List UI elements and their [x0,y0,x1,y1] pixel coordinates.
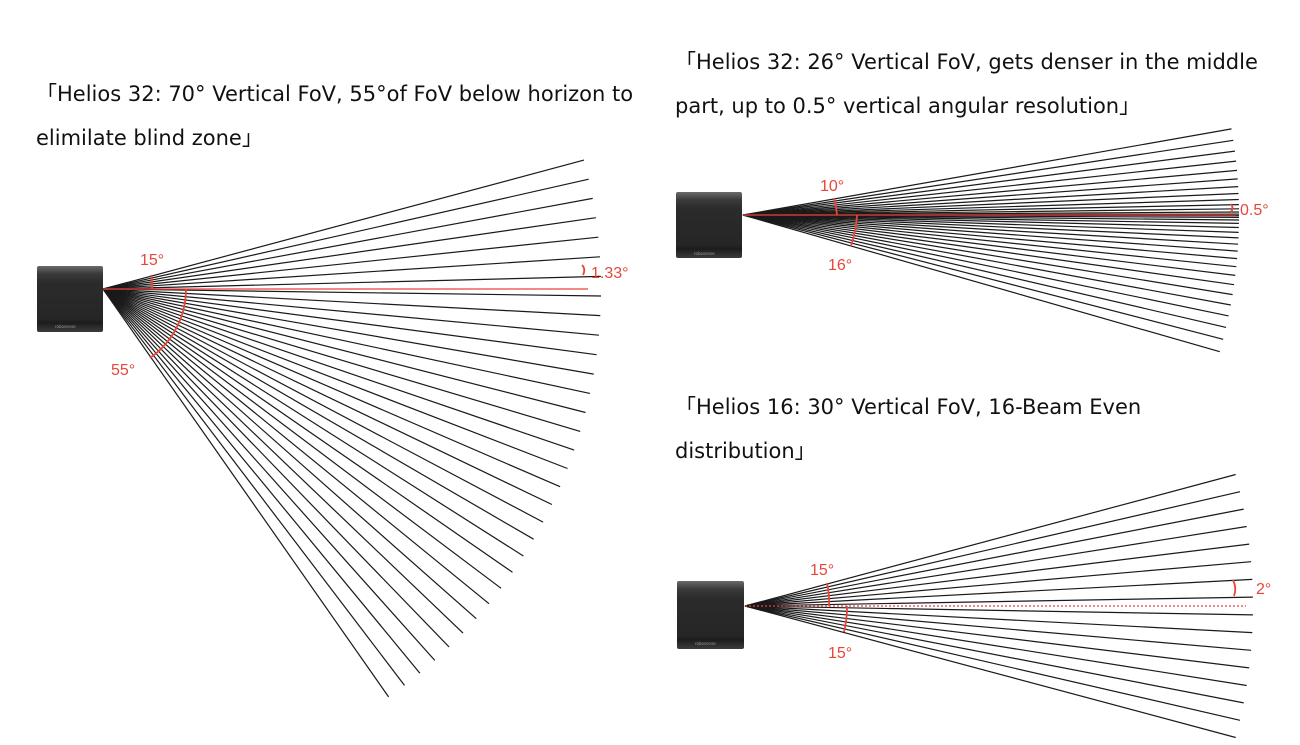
beam-line [742,214,1224,340]
fov-above-label: 15° [140,252,164,269]
beam-line [744,605,1241,721]
beam-line [744,605,1236,739]
beam-lines [102,159,602,698]
beam-line [742,214,1237,268]
diagram-helios32-70: robosense 15° 55° 1.33° [37,159,629,698]
fov-above-label: 15° [810,562,834,579]
beam-line [742,214,1239,233]
beam-line [742,198,1239,216]
beam-lines [742,128,1240,353]
beam-line [742,204,1239,216]
beam-line [742,214,1229,317]
beam-line [102,159,585,290]
fov-below-arc [843,605,848,633]
beam-line [102,256,601,290]
resolution-label: 2° [1256,581,1271,598]
beam-line [744,605,1247,687]
beam-line [742,214,1231,306]
resolution-label: 0.5° [1240,202,1269,219]
beam-line [102,288,568,470]
beam-line [744,605,1244,704]
beam-line [102,288,524,557]
beam-line [102,288,464,634]
beam-line [742,214,1235,286]
sensor-icon: robosense [37,266,103,332]
beam-line [744,508,1244,607]
beam-line [742,214,1236,276]
sensor-brand-label: robosense [55,324,76,329]
sensor-icon: robosense [677,581,744,649]
beam-line [744,605,1253,634]
beam-line [742,214,1220,353]
beam-line [742,139,1234,216]
beam-line [744,605,1250,669]
beam-line [102,178,589,290]
beam-line [102,236,599,290]
fov-above-label: 10° [820,178,844,195]
fov-below-label: 55° [111,362,135,379]
caption-helios16-30: 「Helios 16: 30° Vertical FoV, 16-Beam Ev… [675,395,1142,463]
sensor-icon: robosense [676,192,742,258]
beam-line [102,288,513,573]
resolution-label: 1.33° [591,265,629,282]
fov-above-arc [833,197,838,216]
caption-helios32-26: 「Helios 32: 26° Vertical FoV, gets dense… [675,50,1258,118]
fov-above-arc [150,274,154,290]
resolution-arc [1232,579,1237,597]
beam-line [102,275,601,290]
sensor-brand-label: robosense [695,641,716,646]
beam-line [742,214,1239,239]
beam-line [742,214,1227,328]
beam-line [742,214,1239,229]
beam-line [102,197,593,290]
beam-line [742,214,1233,296]
beam-line [744,605,1253,616]
beam-line [102,288,436,661]
beam-line [102,288,405,686]
beam-line [742,192,1239,216]
beam-line [102,288,477,620]
fov-below-arc [850,214,858,247]
beam-line [742,160,1237,216]
beam-line [742,150,1235,216]
beam-line [742,169,1238,216]
beam-line [742,128,1232,216]
sensor-brand-label: robosense [694,251,715,256]
caption-helios32-70: 「Helios 32: 70° Vertical FoV, 55°of FoV … [36,82,634,150]
diagram-helios32-26: robosense 10° 16° 0.5° [676,128,1269,353]
resolution-arc [1230,203,1234,213]
beam-line [102,288,450,648]
fov-above-arc [826,582,831,607]
beam-line [742,214,1238,260]
beam-line [742,178,1238,216]
beam-line [102,217,596,290]
beam-line [742,214,1239,245]
diagram-helios16-30: robosense 15° 15° 2° [677,473,1271,739]
beam-line [742,214,1239,224]
beam-line [742,186,1239,216]
beam-line [744,491,1241,607]
beam-line [742,214,1238,252]
fov-below-arc [149,288,187,359]
beam-line [742,208,1240,216]
fov-below-label: 16° [828,257,852,274]
resolution-arc [581,264,586,276]
beam-line [744,605,1252,651]
fov-below-label: 15° [828,645,852,662]
